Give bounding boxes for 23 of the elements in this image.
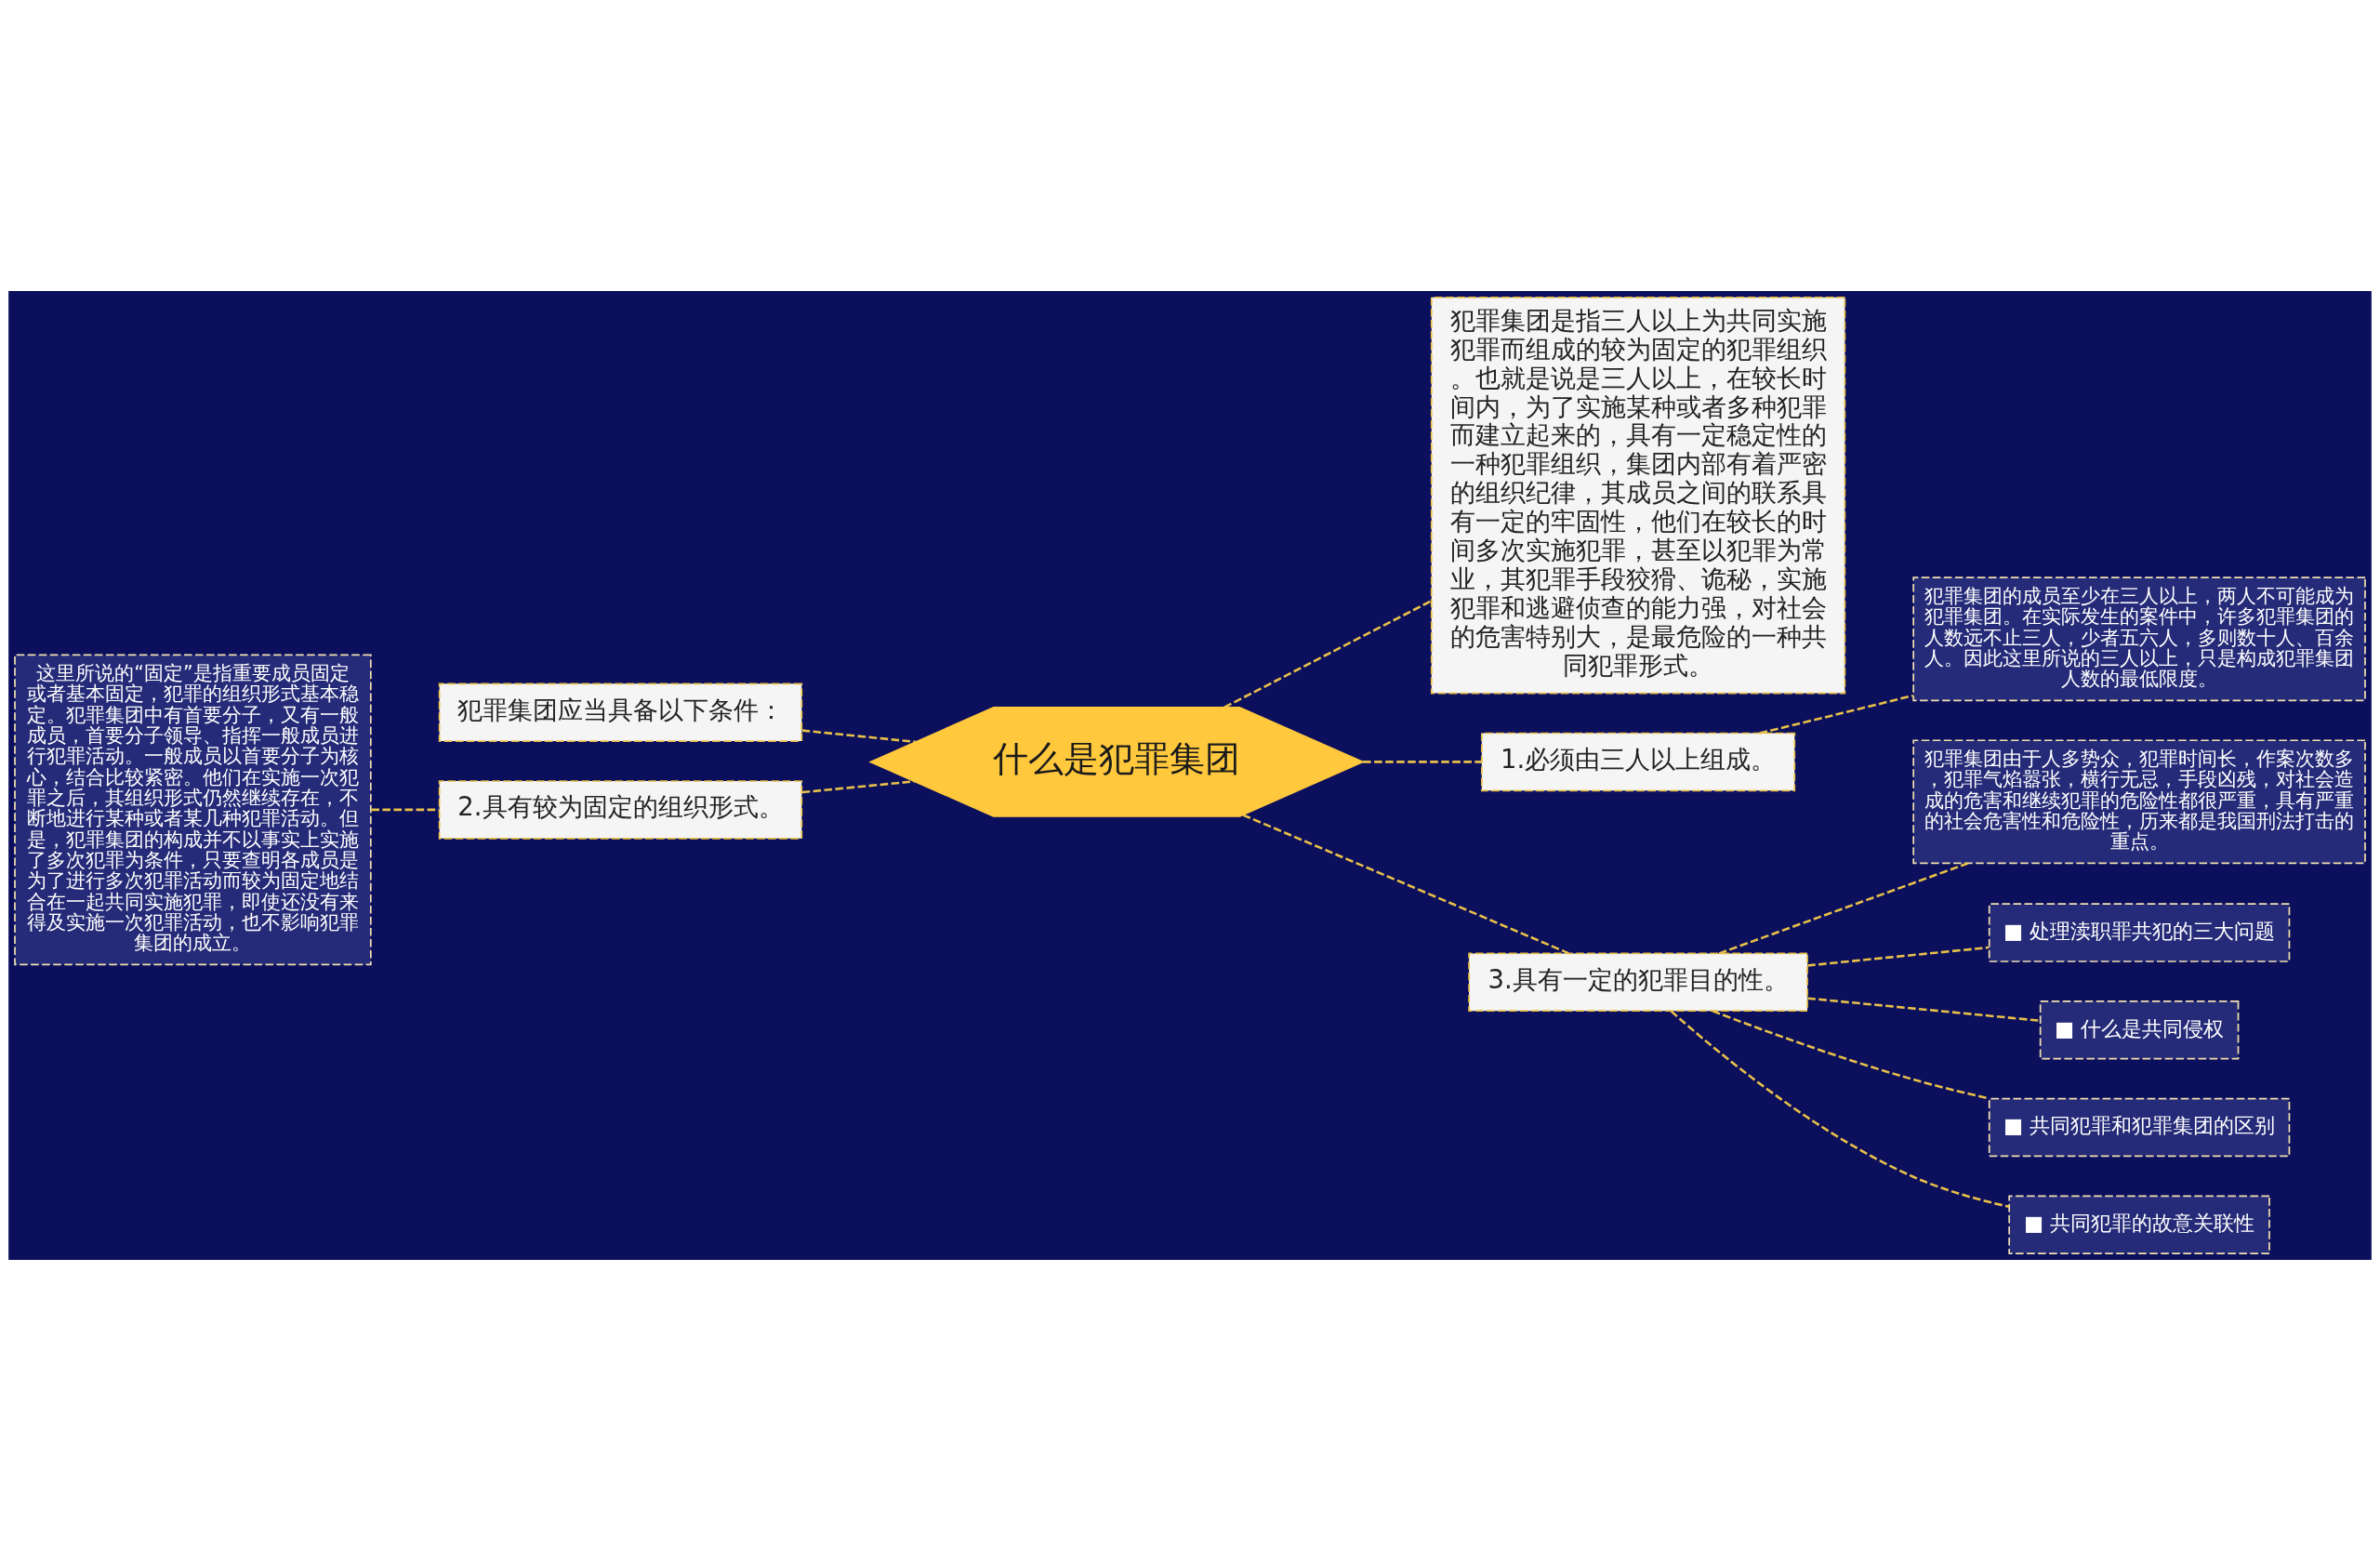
connector — [1807, 946, 1990, 967]
connector — [1759, 694, 1914, 735]
node-box: 这里所说的“固定”是指重要成员固定或者基本固定，犯罪的组织形式基本稳定。犯罪集团中有首要分子，又有一般成员，首要分子领导、指挥一般成员进行犯罪活动。一般成员以首要分子为核心，结合比较紧密。他们在实施一次犯罪之后，其组织形式仍然继续存在，不断地进行某种或者某几种犯罪活动。但是，犯罪集团的构成并不以事实上实施了多次犯罪为条件，只要查明各成员是为了进行多次犯罪活动而较为固定地结合在一起共同实施犯罪，即使还没有来得及实施一次犯罪活动，也不影响犯罪集团的成立。 — [14, 654, 372, 965]
connector — [801, 779, 915, 793]
connector — [1242, 813, 1569, 954]
connector — [1670, 1010, 2010, 1208]
node-box: 2.具有较为固定的组织形式。 — [438, 779, 803, 840]
node-box: ■ 共同犯罪和犯罪集团的区别 — [1988, 1097, 2291, 1157]
node-box: ■ 处理渎职罪共犯的三大问题 — [1988, 902, 2291, 962]
connector — [801, 728, 916, 743]
connector — [1363, 760, 1482, 763]
node-box: 犯罪集团是指三人以上为共同实施犯罪而组成的较为固定的犯罪组织。也就是说是三人以上，在较长时间内，为了实施某种或者多种犯罪而建立起来的，具有一定稳定性的一种犯罪组织，集团内部有着严密的组织纪律，其成员之间的联系具有一定的牢固性，他们在较长的时间多次实施犯罪，甚至以犯罪为常业，其犯罪手段狡猾、诡秘，实施犯罪和逃避侦查的能力强，对社会的危害特别大，是最危险的一种共同犯罪形式。 — [1430, 296, 1846, 694]
node-box: 犯罪集团应当具备以下条件： — [438, 682, 803, 742]
node-box: 3.具有一定的犯罪目的性。 — [1468, 952, 1808, 1012]
connector — [1718, 861, 1969, 955]
node-box: ■ 什么是共同侵权 — [2039, 1000, 2240, 1060]
node-box: ■ 共同犯罪的故意关联性 — [2008, 1194, 2270, 1254]
node-box: 犯罪集团由于人多势众，犯罪时间长，作案次数多，犯罪气焰嚣张，横行无忌，手段凶残，对社会造成的危害和继续犯罪的危险性都很严重，具有严重的社会危害性和危险性，历来都是我国刑法打击的重点。 — [1912, 738, 2366, 864]
node-box: 犯罪集团的成员至少在三人以上，两人不可能成为犯罪集团。在实际发生的案件中，许多犯罪集团的人数远不止三人，少者五六人，多则数十人、百余人。因此这里所说的三人以上，只是构成犯罪集团人数的最低限度。 — [1912, 576, 2366, 701]
connector — [1223, 599, 1433, 709]
connector — [1807, 996, 2041, 1022]
node-box: 1.必须由三人以上组成。 — [1481, 732, 1796, 791]
connector — [1712, 1009, 1990, 1100]
